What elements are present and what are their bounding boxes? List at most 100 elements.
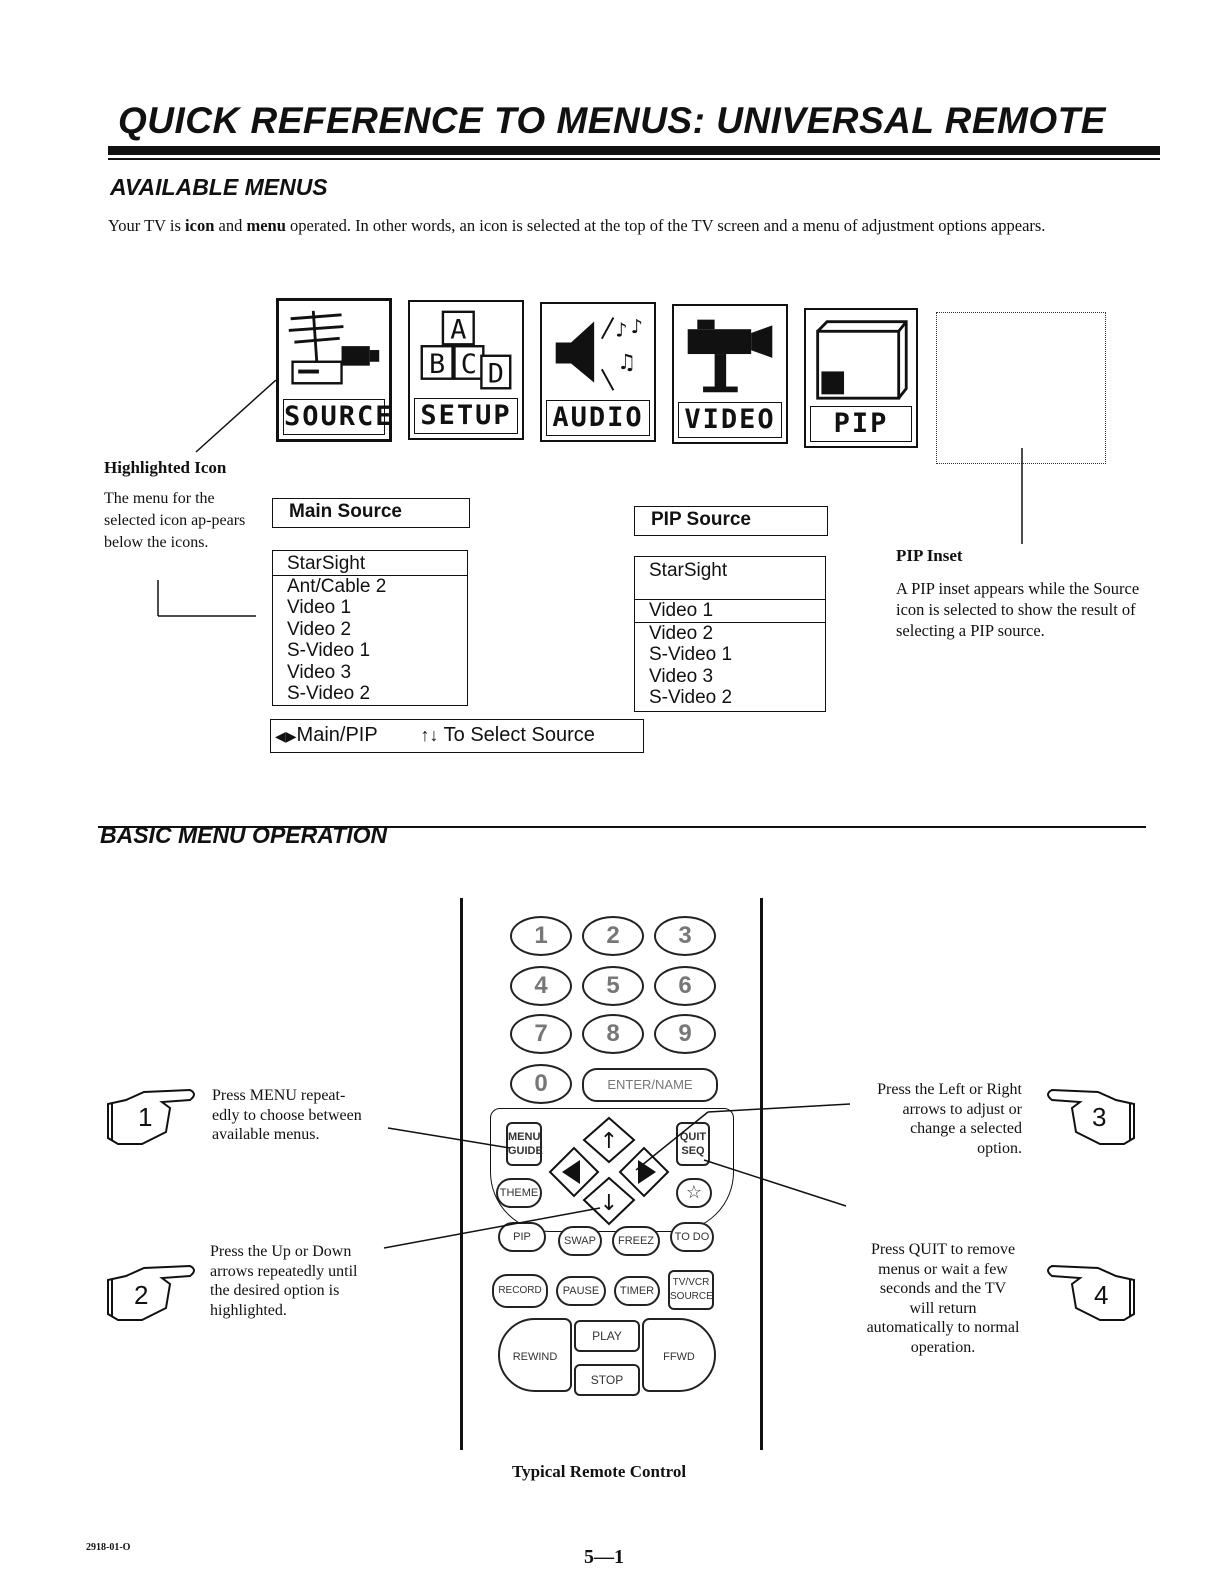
freeze-key[interactable]: FREEZ [612,1226,660,1256]
swap-key[interactable]: SWAP [558,1226,602,1256]
quit-seq-key[interactable]: QUIT SEQ [676,1122,710,1166]
hint-select-source: To Select Source [443,724,595,746]
menu-guide-key[interactable]: MENU GUIDE [506,1122,543,1166]
pip-source-item[interactable]: Video 3 [649,665,714,687]
highlighted-icon-text: The menu for the selected icon ap-pears … [104,490,246,551]
pip-source-item[interactable]: S-Video 2 [649,687,733,708]
intro-text-2: and [214,216,247,235]
key-4[interactable]: 4 [510,966,572,1006]
svg-text:♪: ♪ [615,319,627,342]
key-3[interactable]: 3 [654,916,716,956]
step-2-hand-icon: 2 [104,1262,204,1332]
theme-key[interactable]: THEME [496,1178,542,1208]
enter-name-key[interactable]: ENTER/NAME [582,1068,718,1102]
right-arrow-key[interactable] [618,1146,670,1198]
step-4-text: Press QUIT to remove menus or wait a few… [866,1241,1020,1356]
step-3-text: Press the Left or Right arrows to adjust… [877,1081,1022,1157]
up-down-arrows-icon: ↑↓ [420,725,439,745]
pip-source-header-box: PIP Source [634,506,828,536]
pip-source-item[interactable]: S-Video 1 [649,644,733,665]
main-source-header-box: Main Source [272,498,470,528]
svg-text:♪: ♪ [631,315,643,338]
arrow-pad: ↑ ↓ [548,1116,670,1226]
quit-key-label: QUIT [679,1131,707,1143]
todo-key[interactable]: TO DO [670,1222,714,1252]
abc-blocks-icon: A B C D [416,308,516,394]
step-1-text: Press MENU repeat-edly to choose between… [212,1087,362,1143]
intro-paragraph: Your TV is icon and menu operated. In ot… [108,216,1118,236]
video-label: VIDEO [678,402,782,438]
tv-vcr-source-key[interactable]: TV/VCR SOURCE [668,1270,714,1310]
setup-tile[interactable]: A B C D SETUP [408,300,524,440]
audio-tile[interactable]: ♪ ♪ ♫ AUDIO [540,302,656,442]
svg-text:↑: ↑ [600,1129,618,1154]
main-source-item[interactable]: Video 2 [287,618,352,640]
intro-text-3: operated. In other words, an icon is sel… [285,216,1046,235]
video-tile[interactable]: VIDEO [672,304,788,444]
tvvcr-key-label: TV/VCR [672,1277,710,1288]
main-source-item[interactable]: StarSight [273,553,467,576]
up-arrow-key[interactable]: ↑ [582,1116,636,1164]
key-7[interactable]: 7 [510,1014,572,1054]
main-source-header: Main Source [289,501,402,522]
video-camera-icon [680,312,780,398]
main-source-item[interactable]: S-Video 2 [287,683,371,704]
key-2[interactable]: 2 [582,916,644,956]
svg-text:♫: ♫ [617,349,636,374]
left-right-arrows-icon: ◀▶ [275,728,297,744]
step-1-hand-icon: 1 [104,1086,204,1156]
pip-source-item[interactable]: Video 2 [649,622,714,644]
main-source-item[interactable]: Video 1 [287,597,352,618]
rewind-key[interactable]: REWIND [498,1318,572,1392]
intro-text-1: Your TV is [108,216,186,235]
star-key[interactable]: ☆ [676,1178,712,1208]
key-1[interactable]: 1 [510,916,572,956]
main-source-item[interactable]: Video 3 [287,661,352,683]
page-title: QUICK REFERENCE TO MENUS: UNIVERSAL REMO… [118,100,1106,141]
step-2-text: Press the Up or Down arrows repeatedly u… [210,1243,358,1319]
speaker-notes-icon: ♪ ♪ ♫ [548,310,648,396]
svg-text:A: A [450,315,466,346]
antenna-vcr-icon [285,307,383,395]
pip-tile[interactable]: PIP [804,308,918,448]
left-arrow-key[interactable] [548,1146,600,1198]
intro-bold-icon: icon [185,216,215,235]
source-label: SOURCE [283,399,392,435]
key-5[interactable]: 5 [582,966,644,1006]
pip-source-item[interactable]: StarSight [635,559,825,600]
page-number: 5—1 [584,1546,624,1568]
main-source-item[interactable]: S-Video 1 [287,640,371,661]
step-2-number: 2 [134,1280,149,1310]
key-9[interactable]: 9 [654,1014,716,1054]
record-key[interactable]: RECORD [492,1274,548,1308]
step-3-number: 3 [1092,1102,1107,1132]
key-0[interactable]: 0 [510,1064,572,1104]
pip-source-header: PIP Source [651,509,751,530]
timer-key[interactable]: TIMER [614,1276,660,1306]
highlighted-icon-title: Highlighted Icon [104,458,227,477]
section-heading-basic-menu-operation: BASIC MENU OPERATION [100,822,388,848]
menu-key-label: MENU [508,1131,541,1143]
guide-key-label: GUIDE [508,1145,543,1157]
pip-label: PIP [810,406,912,442]
svg-text:B: B [429,349,445,380]
remote-right-edge [760,898,763,1450]
main-source-item[interactable]: Ant/Cable 2 [287,575,387,597]
pip-source-item[interactable]: Video 1 [635,600,825,623]
hint-main-pip: Main/PIP [296,724,378,746]
down-arrow-key[interactable]: ↓ [582,1176,636,1226]
key-6[interactable]: 6 [654,966,716,1006]
ffwd-key[interactable]: FFWD [642,1318,716,1392]
key-8[interactable]: 8 [582,1014,644,1054]
stop-key[interactable]: STOP [574,1364,640,1396]
pause-key[interactable]: PAUSE [556,1276,606,1306]
pip-window-icon [812,316,910,402]
section-heading-available-menus: AVAILABLE MENUS [110,174,328,200]
play-key[interactable]: PLAY [574,1320,640,1352]
remote-left-edge [460,898,463,1450]
source-tile[interactable]: SOURCE [276,298,392,442]
remote-control: 1 2 3 4 5 6 7 8 9 0 ENTER/NAME MENU GUID… [460,898,766,1450]
